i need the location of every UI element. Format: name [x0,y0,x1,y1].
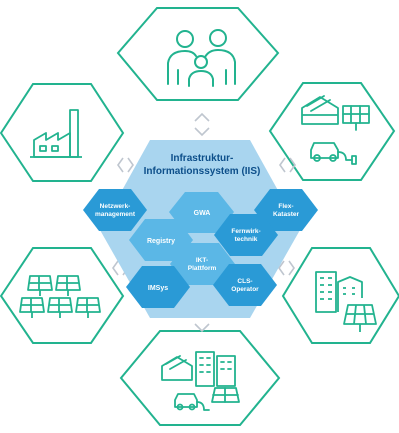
center-title-line2: Informationssystem (IIS) [144,166,261,177]
connector-top [194,112,210,137]
label-flex-kataster-1: Flex- [278,203,293,210]
cell-imsys [126,266,190,308]
cell-netzwerkmanagement [83,189,147,231]
solar-house-ev-icon [301,95,370,165]
hex-left [0,247,125,344]
hex-top [116,7,280,101]
label-fernwirktechnik-2: technik [235,236,258,243]
connector-right-upper [279,157,296,173]
hex-right [281,247,399,344]
connector-left-upper [117,157,134,173]
label-cls-operator-1: CLS- [237,278,252,285]
label-ikt-plattform-1: IKT- [196,257,208,264]
label-flex-kataster-2: Kataster [273,211,299,218]
label-cls-operator-2: Operator [231,286,259,293]
hex-top-right [268,82,396,181]
label-registry: Registry [147,238,175,245]
label-imsys: IMSys [148,285,168,292]
city-ev-icon [161,351,240,411]
buildings-solar-icon [315,271,377,332]
connector-right-lower [278,260,295,276]
label-netzwerkmanagement-1: Netzwerk- [100,203,131,210]
cell-registry [129,219,193,261]
hex-bottom [119,330,281,426]
cell-ikt-plattform [170,243,235,285]
label-netzwerkmanagement-2: management [95,211,136,218]
cell-cls-operator [213,264,277,306]
cell-flex-kataster [254,189,318,231]
label-ikt-plattform-2: Plattform [188,265,217,272]
label-fernwirktechnik-1: Fernwirk- [231,228,260,235]
solar-farm-icon [19,275,101,318]
family-icon [167,29,236,87]
cell-fernwirktechnik [214,214,278,256]
factory-icon [30,109,82,158]
hex-top-left [0,83,125,182]
center-title-line1: Infrastruktur- [171,153,234,164]
label-gwa: GWA [194,210,211,217]
cell-gwa [169,192,234,233]
